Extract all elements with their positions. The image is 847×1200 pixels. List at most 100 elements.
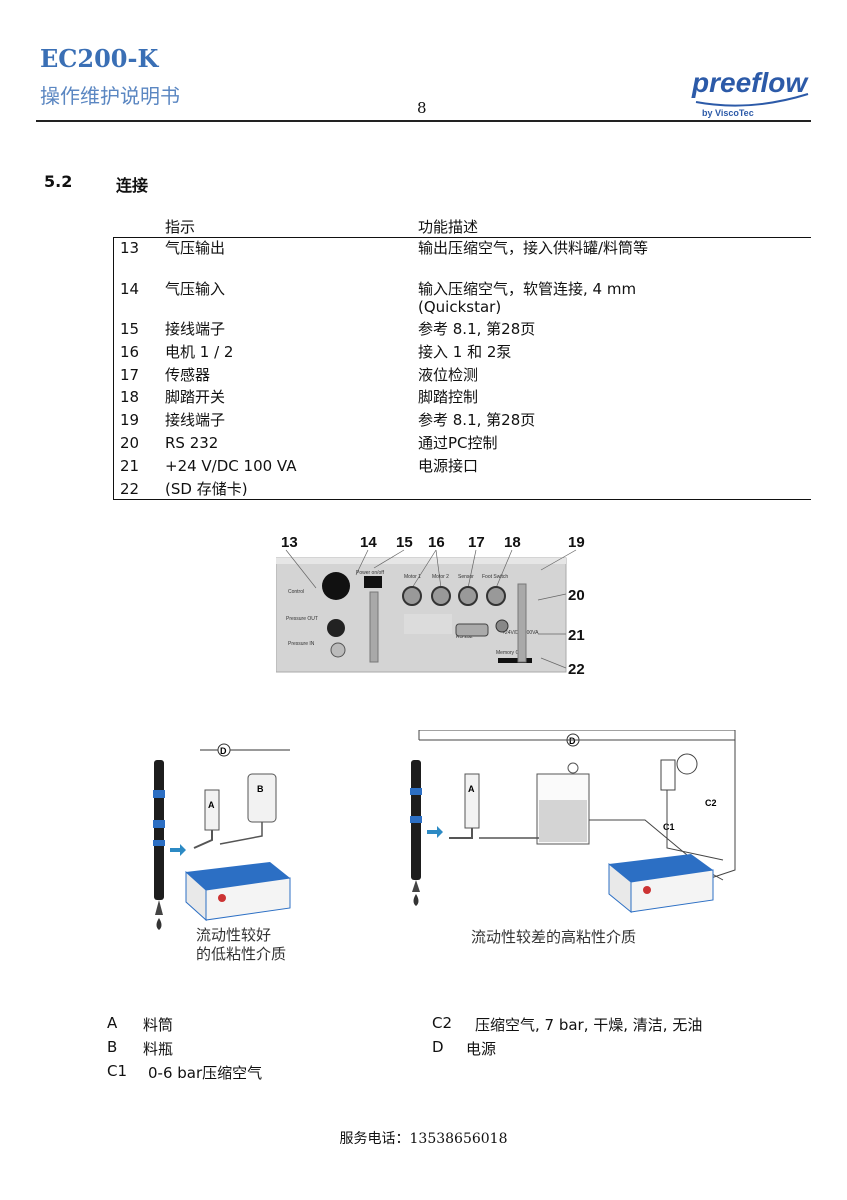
table-cell-name: 脚踏开关	[165, 388, 226, 406]
legend-key-a: A	[107, 1014, 118, 1032]
table-cell-name: +24 V/DC 100 VA	[165, 457, 297, 475]
document-title: EC200-K	[40, 44, 159, 73]
motor1-connector	[402, 586, 422, 606]
table-cell-desc: 参考 8.1, 第28页	[418, 411, 536, 429]
callout-18: 18	[504, 534, 521, 551]
caption-low-viscosity-1: 流动性较好	[196, 926, 271, 944]
panel-label-control: Control	[288, 589, 304, 595]
table-cell-desc: 电源接口	[418, 457, 479, 475]
table-cell-name: 接线端子	[165, 320, 226, 338]
table-cell-desc: 脚踏控制	[418, 388, 479, 406]
callout-17: 17	[468, 534, 485, 551]
table-cell-num: 13	[120, 239, 140, 257]
pressure-out-port	[327, 619, 345, 637]
table-cell-desc: 输出压缩空气，接入供料罐/料筒等	[418, 239, 649, 257]
callout-15: 15	[396, 534, 413, 551]
table-cell-num: 15	[120, 320, 140, 338]
preeflow-badge	[404, 614, 452, 634]
panel-label-foot-switch: Foot Switch	[482, 574, 508, 580]
label-c2: C2	[705, 798, 717, 808]
dispenser-pump	[154, 760, 164, 900]
preeflow-logo: preeflow by ViscoTec	[691, 67, 809, 118]
bottle-b	[247, 773, 277, 823]
terminal-block-19	[517, 583, 527, 663]
memory-card-slot	[498, 658, 532, 663]
table-cell-desc: 参考 8.1, 第28页	[418, 320, 536, 338]
connection-table	[113, 237, 811, 500]
caption-low-viscosity-2: 的低粘性介质	[196, 945, 286, 963]
power-label-d: D	[220, 746, 227, 756]
power-switch	[364, 576, 382, 588]
callout-21: 21	[568, 627, 585, 644]
controller-back-panel-photo: 13 14 15 16 17 18 19 20 21 22 Control Pr…	[276, 534, 585, 676]
control-knob	[322, 572, 350, 600]
legend-text-d: 电源	[466, 1040, 497, 1058]
table-cell-name: (SD 存储卡)	[165, 480, 248, 498]
table-cell-desc-cont: (Quickstar)	[418, 298, 502, 316]
legend-key-c2: C2	[432, 1014, 453, 1032]
table-header-indicator: 指示	[165, 218, 196, 236]
legend-key-c1: C1	[107, 1062, 128, 1080]
sensor-connector	[458, 586, 478, 606]
motor2-connector	[431, 586, 451, 606]
section-number: 5.2	[44, 172, 73, 191]
table-cell-num: 16	[120, 343, 140, 361]
table-cell-name: RS 232	[165, 434, 219, 452]
logo-subtext: by ViscoTec	[702, 108, 754, 118]
table-cell-name: 接线端子	[165, 411, 226, 429]
document-subtitle: 操作维护说明书	[40, 84, 180, 108]
table-cell-desc: 接入 1 和 2泵	[418, 343, 512, 361]
table-cell-desc: 输入压缩空气，软管连接, 4 mm	[418, 280, 637, 298]
table-cell-name: 气压输入	[165, 280, 226, 298]
power-label-d-right: D	[569, 736, 576, 746]
footer-service-phone: 服务电话：13538656018	[339, 1131, 508, 1147]
caption-high-viscosity: 流动性较差的高粘性介质	[471, 928, 636, 946]
callout-22: 22	[568, 661, 585, 676]
high-viscosity-setup-diagram: D A C2 C1 流动性较差的高粘性介质	[410, 730, 736, 946]
table-cell-num: 18	[120, 388, 140, 406]
cartridge-a	[204, 789, 220, 831]
panel-label-pressure-in: Pressure IN	[288, 641, 315, 647]
page-number: 8	[417, 99, 427, 117]
table-cell-desc: 液位检测	[418, 366, 479, 384]
legend-key-b: B	[107, 1038, 118, 1056]
callout-13: 13	[281, 534, 298, 551]
callout-19: 19	[568, 534, 585, 551]
label-c1: C1	[663, 822, 675, 832]
table-cell-name: 气压输出	[165, 239, 226, 257]
header-rule	[36, 120, 811, 122]
low-viscosity-setup-diagram: D A B 流动性较好 的低粘性介质	[153, 743, 291, 963]
legend-text-c2: 压缩空气, 7 bar, 干燥, 清洁, 无油	[475, 1016, 703, 1034]
power-in-jack	[495, 619, 509, 633]
cartridge-label-a: A	[208, 800, 215, 810]
logo-text: preeflow	[691, 67, 809, 98]
panel-label-pressure-out: Pressure OUT	[286, 616, 318, 622]
legend-text-a: 料筒	[143, 1016, 174, 1034]
cartridge-a-right	[464, 773, 480, 829]
pressure-regulator	[660, 753, 698, 791]
controller-unit-right	[608, 854, 714, 914]
panel-label-motor1: Motor 1	[404, 574, 421, 580]
connector-row	[402, 586, 506, 606]
callout-20: 20	[568, 587, 585, 604]
table-cell-num: 17	[120, 366, 140, 384]
callout-16: 16	[428, 534, 445, 551]
panel-label-rs232: RS 232	[456, 634, 473, 640]
table-cell-num: 22	[120, 480, 140, 498]
panel-label-memory-card: Memory Card	[496, 650, 527, 656]
legend-text-b: 料瓶	[143, 1040, 174, 1058]
table-header-description: 功能描述	[418, 218, 479, 236]
bottle-label-b: B	[257, 784, 264, 794]
table-cell-num: 20	[120, 434, 140, 452]
controller-unit-left	[185, 862, 291, 922]
legend-text-c1: 0-6 bar压缩空气	[148, 1064, 263, 1082]
table-cell-name: 传感器	[165, 366, 211, 384]
cartridge-label-a-right: A	[468, 784, 475, 794]
panel-label-power: Power on/off	[356, 570, 385, 576]
table-cell-name: 电机 1 / 2	[165, 343, 234, 361]
panel-label-sensor: Sensor	[458, 574, 474, 580]
section-title: 连接	[116, 176, 149, 195]
foot-switch-connector	[486, 586, 506, 606]
table-cell-desc: 通过PC控制	[418, 434, 498, 452]
panel-label-motor2: Motor 2	[432, 574, 449, 580]
